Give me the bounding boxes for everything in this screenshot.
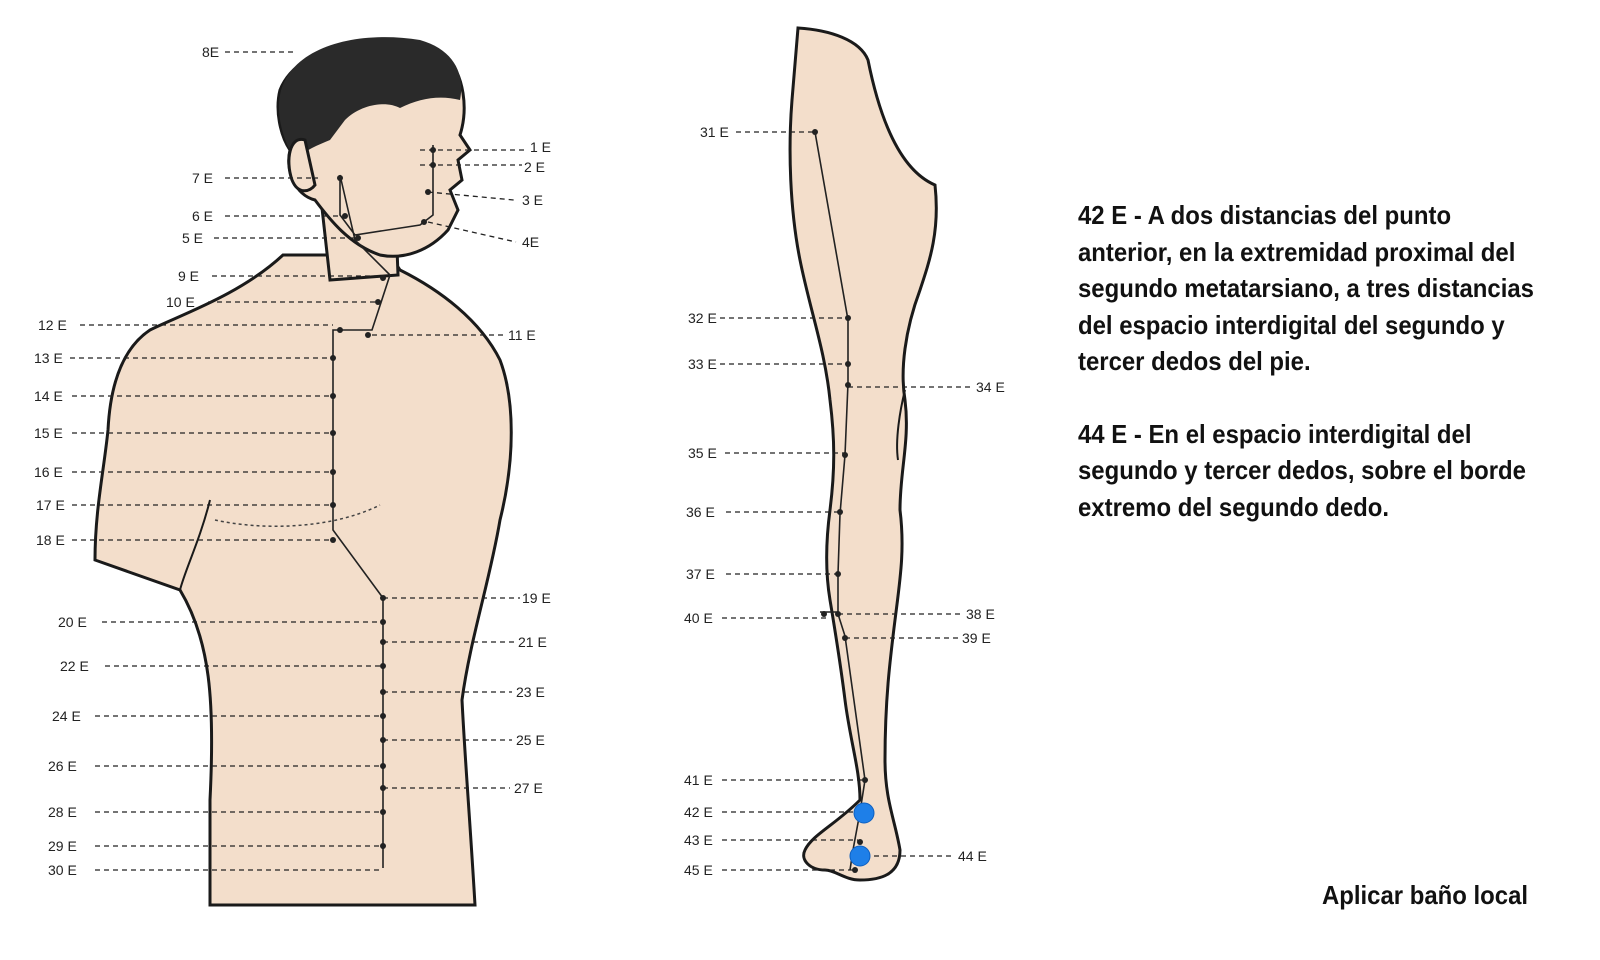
point-label-5e: 5 E: [182, 230, 203, 246]
point-label-39e: 39 E: [962, 630, 991, 646]
hair: [278, 37, 462, 160]
point-label-33e: 33 E: [688, 356, 717, 372]
point-label-37e: 37 E: [686, 566, 715, 582]
point-label-10e: 10 E: [166, 294, 195, 310]
point-label-23e: 23 E: [516, 684, 545, 700]
point-label-35e: 35 E: [688, 445, 717, 461]
point-label-21e: 21 E: [518, 634, 547, 650]
point-label-40e: 40 E: [684, 610, 713, 626]
point-label-30e: 30 E: [48, 862, 77, 878]
torso-body: [93, 253, 513, 907]
torso-labels: 8E 1 E 2 E 3 E 7 E 6 E 4E 5 E 9 E 10 E 1…: [34, 44, 551, 878]
point-label-38e: 38 E: [966, 606, 995, 622]
point-label-16e: 16 E: [34, 464, 63, 480]
torso-figure: [93, 37, 513, 907]
footer-instruction: Aplicar baño local: [1322, 880, 1529, 910]
leg-figure: [788, 26, 938, 882]
highlight-point-42e: [853, 802, 875, 824]
point-label-4e: 4E: [522, 234, 539, 250]
description-42e: 42 E - A dos distancias del punto anteri…: [1078, 197, 1538, 380]
point-label-6e: 6 E: [192, 208, 213, 224]
point-label-24e: 24 E: [52, 708, 81, 724]
point-label-31e: 31 E: [700, 124, 729, 140]
point-label-34e: 34 E: [976, 379, 1005, 395]
point-label-25e: 25 E: [516, 732, 545, 748]
description-44e: 44 E - En el espacio interdigital del se…: [1078, 416, 1538, 526]
point-label-13e: 13 E: [34, 350, 63, 366]
point-label-9e: 9 E: [178, 268, 199, 284]
description-44e-code: 44 E: [1078, 418, 1128, 449]
point-label-20e: 20 E: [58, 614, 87, 630]
point-label-32e: 32 E: [688, 310, 717, 326]
point-label-19e: 19 E: [522, 590, 551, 606]
point-label-7e: 7 E: [192, 170, 213, 186]
highlighted-points: [849, 802, 875, 867]
description-44e-text: - En el espacio interdigital del segundo…: [1078, 418, 1526, 522]
point-label-11e: 11 E: [508, 327, 536, 343]
torso-meridian-points: [330, 147, 436, 849]
point-label-27e: 27 E: [514, 780, 543, 796]
point-label-18e: 18 E: [36, 532, 65, 548]
point-label-2e: 2 E: [524, 159, 545, 175]
point-descriptions: 42 E - A dos distancias del punto anteri…: [1078, 197, 1538, 561]
point-label-45e: 45 E: [684, 862, 713, 878]
torso-meridian: [332, 145, 434, 868]
highlight-point-44e: [849, 845, 871, 867]
point-label-41e: 41 E: [684, 772, 713, 788]
point-label-1e: 1 E: [530, 139, 551, 155]
point-label-42e: 42 E: [684, 804, 713, 820]
point-label-43e: 43 E: [684, 832, 713, 848]
point-label-36e: 36 E: [686, 504, 715, 520]
point-label-17e: 17 E: [36, 497, 65, 513]
point-label-28e: 28 E: [48, 804, 77, 820]
point-label-8e: 8E: [202, 44, 219, 60]
leg-labels: 31 E 32 E 33 E 34 E 35 E 36 E 37 E 40 E …: [684, 124, 1005, 878]
point-label-29e: 29 E: [48, 838, 77, 854]
knee-line: [896, 389, 906, 461]
point-label-44e: 44 E: [958, 848, 987, 864]
point-label-15e: 15 E: [34, 425, 63, 441]
point-label-14e: 14 E: [34, 388, 63, 404]
arm-stump-line: [179, 499, 211, 591]
leg-body: [788, 26, 938, 882]
description-42e-text: - A dos distancias del punto anterior, e…: [1078, 200, 1534, 376]
torso-leaders: [70, 51, 528, 871]
description-42e-code: 42 E: [1078, 200, 1128, 230]
leg-leaders: [720, 131, 972, 871]
point-label-22e: 22 E: [60, 658, 89, 674]
leg-meridian-points: [812, 129, 868, 873]
point-label-12e: 12 E: [38, 317, 67, 333]
point-label-26e: 26 E: [48, 758, 77, 774]
point-label-3e: 3 E: [522, 192, 543, 208]
